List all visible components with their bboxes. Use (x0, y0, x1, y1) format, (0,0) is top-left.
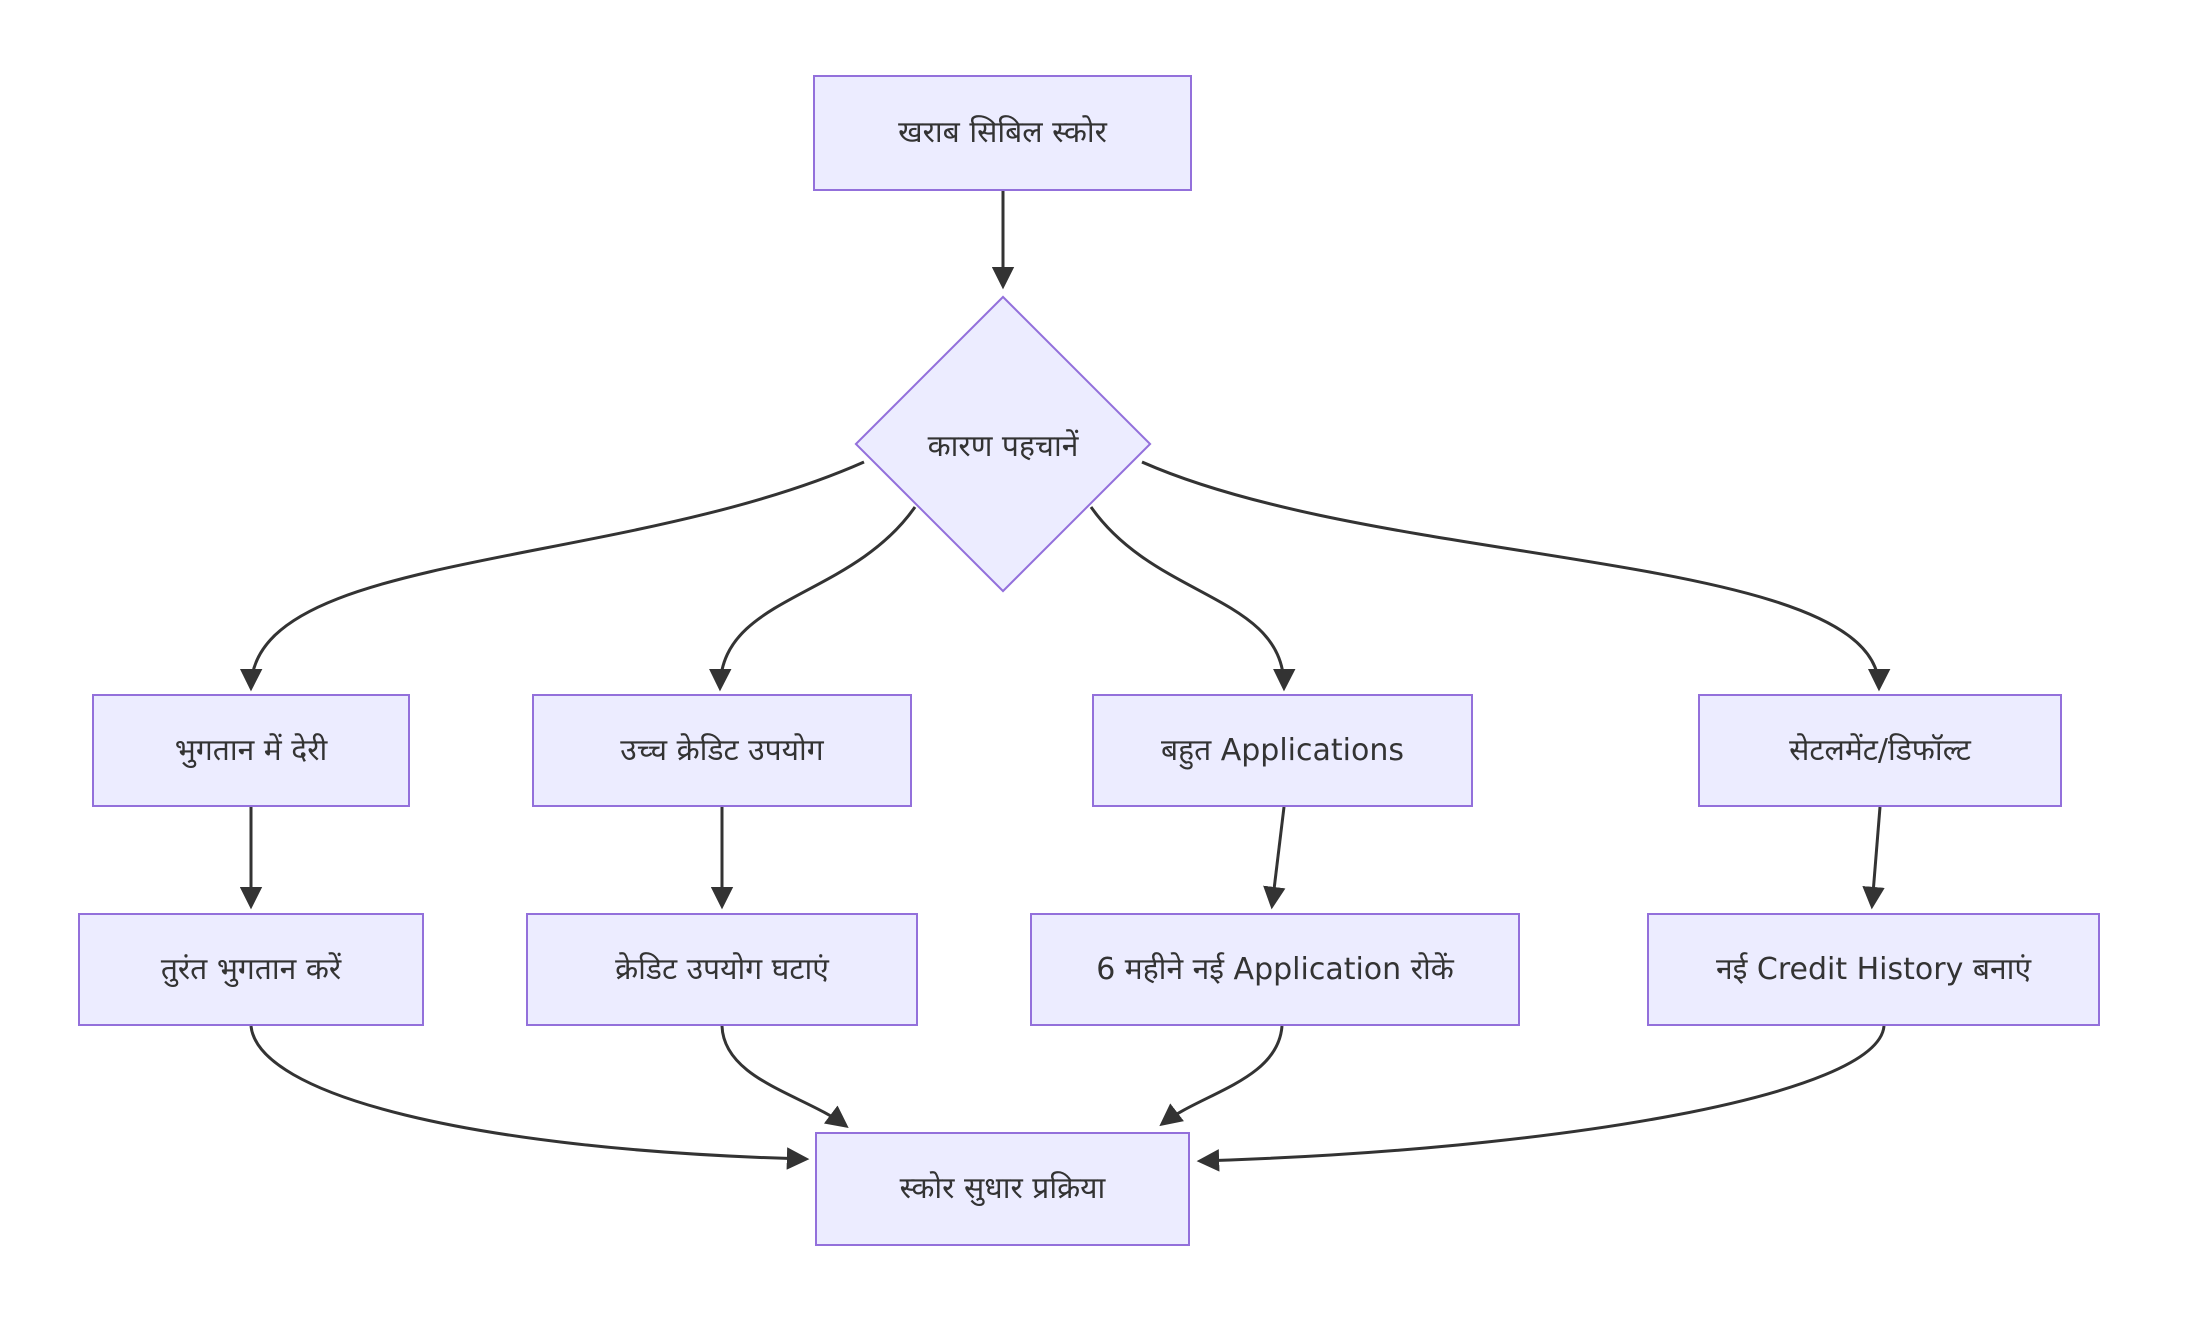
edge-fix1-end (249, 1025, 810, 1170)
node-many-applications: बहुत Applications (1092, 694, 1473, 807)
edge-fix2-end (720, 1025, 849, 1129)
edge-cause4-fix4 (1862, 806, 1885, 910)
node-identify-reasons-label: कारण पहचानें (927, 428, 1079, 464)
edge-fix4-end (1196, 1025, 1886, 1172)
edge-decision-cause1 (239, 460, 865, 692)
node-reduce-credit-utilization: क्रेडिट उपयोग घटाएं (526, 913, 918, 1026)
node-build-new-credit-history: नई Credit History बनाएं (1647, 913, 2100, 1026)
edge-decision-cause4 (1141, 460, 1891, 692)
node-score-improvement-process: स्कोर सुधार प्रक्रिया (815, 1132, 1190, 1246)
node-stop-new-applications: 6 महीने नई Application रोकें (1030, 913, 1520, 1026)
edge-decision-cause3 (1089, 506, 1296, 692)
edge-cause3-fix3 (1263, 806, 1286, 910)
edge-fix3-end (1159, 1025, 1284, 1127)
node-settlement-default: सेटलमेंट/डिफॉल्ट (1698, 694, 2062, 807)
node-high-credit-utilization: उच्च क्रेडिट उपयोग (532, 694, 912, 807)
node-payment-delay: भुगतान में देरी (92, 694, 410, 807)
node-bad-cibil-score: खराब सिबिल स्कोर (813, 75, 1192, 191)
node-pay-immediately: तुरंत भुगतान करें (78, 913, 424, 1026)
edge-decision-cause2 (708, 506, 917, 692)
